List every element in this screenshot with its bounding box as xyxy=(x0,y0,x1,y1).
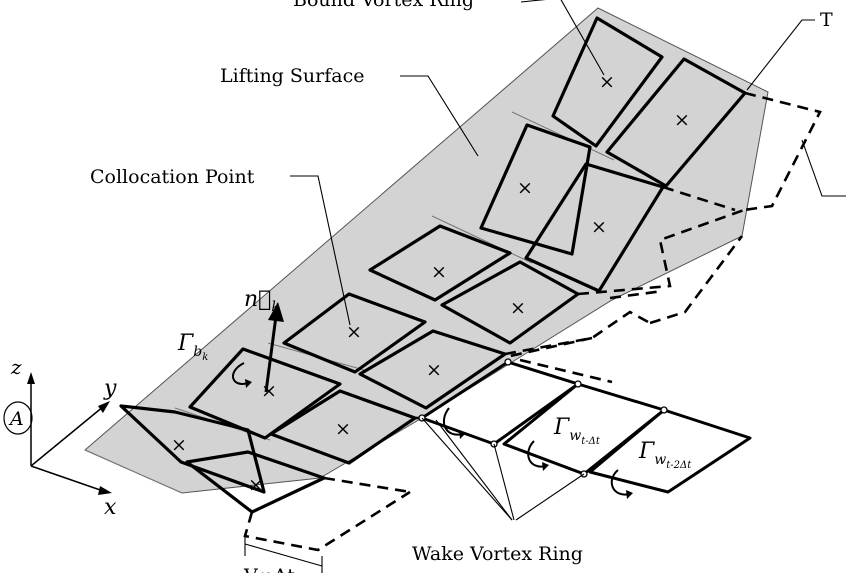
frame-label: A xyxy=(8,408,24,430)
coordinate-frame: A z y x xyxy=(3,355,117,520)
collocation-mark: × xyxy=(248,474,264,496)
collocation-mark: × xyxy=(426,359,442,381)
wake-ring-3 xyxy=(588,408,752,494)
bound-vortex-ring-label: Bound Vortex Ring xyxy=(293,0,474,11)
collocation-mark: × xyxy=(261,380,277,402)
collocation-mark: × xyxy=(510,297,526,319)
axis-y-label: y xyxy=(103,376,117,401)
collocation-mark: × xyxy=(335,418,351,440)
bound-ring-r5-lead xyxy=(479,123,592,256)
wake-vortex-ring-label: Wake Vortex Ring xyxy=(412,543,583,565)
collocation-points: × × × × × × × × × × × × xyxy=(171,71,690,496)
collocation-mark: × xyxy=(517,177,533,199)
axis-z-label: z xyxy=(10,355,22,379)
top-right-cut-label: T xyxy=(820,9,833,31)
bound-ring-r1-lead xyxy=(119,404,266,494)
collocation-mark: × xyxy=(591,216,607,238)
bound-ring-r3-lead xyxy=(282,292,427,374)
bound-ring-r2-lead xyxy=(188,347,342,440)
gamma-bound-label: Γbk xyxy=(177,331,208,363)
collocation-mark: × xyxy=(346,321,362,343)
gamma-wake1-label: Γwt-Δt xyxy=(553,415,601,447)
collocation-mark: × xyxy=(674,109,690,131)
normal-vector-label: n⃗k xyxy=(244,287,280,315)
bound-ring-r4-lead xyxy=(368,224,512,302)
circulation-arrows xyxy=(232,362,633,499)
bottom-dimension-label: V∞Δt xyxy=(243,565,295,573)
lifting-surface-label: Lifting Surface xyxy=(220,65,364,87)
collocation-mark: × xyxy=(431,261,447,283)
collocation-point-label: Collocation Point xyxy=(90,166,255,188)
axis-x-label: x xyxy=(104,495,117,520)
collocation-mark: × xyxy=(171,434,187,456)
lifting-surface-panel xyxy=(84,7,769,494)
dashed-wake-rings xyxy=(243,91,822,552)
leader-lines xyxy=(244,0,846,573)
wake-vortex-rings xyxy=(418,358,752,494)
symbol-labels: n⃗k Γbk Γwt-Δt Γwt-2Δt xyxy=(177,287,692,471)
gamma-wake2-label: Γwt-2Δt xyxy=(638,439,692,471)
bound-ring-r6-lead xyxy=(551,16,664,148)
collocation-mark: × xyxy=(599,71,615,93)
normal-vector xyxy=(264,302,284,393)
